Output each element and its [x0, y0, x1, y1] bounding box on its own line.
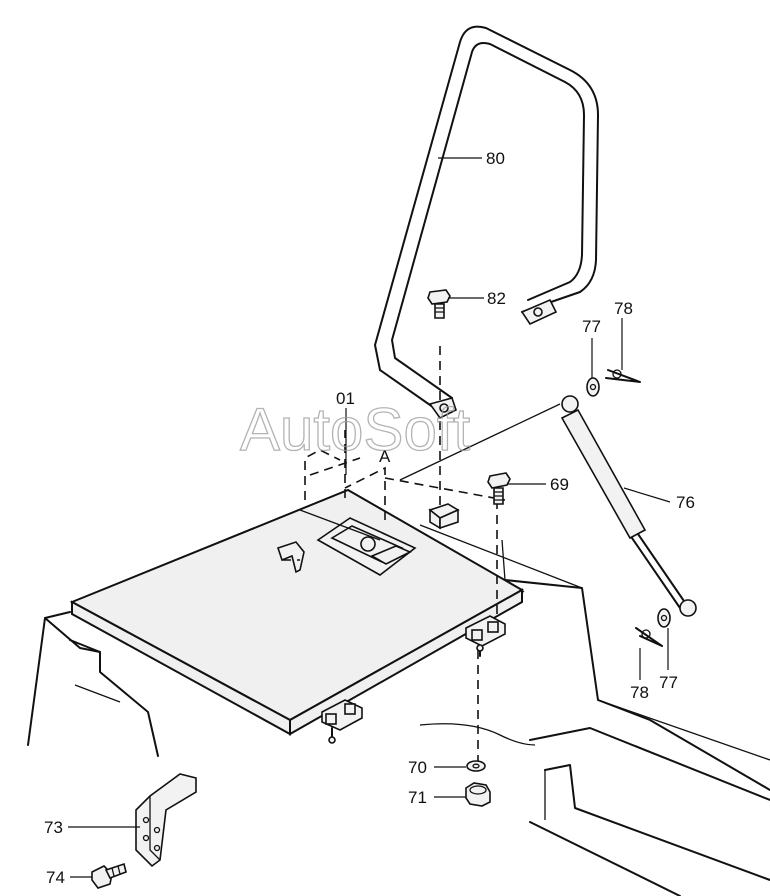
leader-lines — [68, 157, 671, 878]
washer-77-lower — [657, 608, 671, 628]
bolt-69 — [487, 472, 511, 505]
bolt-82 — [427, 289, 451, 319]
callout-77-lower: 77 — [659, 673, 678, 692]
gas-spring — [399, 395, 697, 617]
callout-82: 82 — [487, 289, 506, 308]
callout-73: 73 — [44, 818, 63, 837]
callout-70: 70 — [408, 758, 427, 777]
callout-69: 69 — [550, 475, 569, 494]
pin-78-upper — [605, 369, 641, 383]
striker-bracket — [276, 541, 305, 574]
bracket-73 — [135, 773, 197, 868]
callout-71: 71 — [408, 788, 427, 807]
bolt-74 — [91, 862, 127, 889]
callout-01: 01 — [336, 389, 355, 408]
callout-76: 76 — [676, 493, 695, 512]
nut-71 — [465, 782, 491, 807]
hinge-left — [321, 699, 363, 744]
hinge-right — [465, 615, 506, 657]
hidden-lines — [304, 340, 506, 765]
callout-a: A — [379, 447, 391, 466]
callout-78-lower: 78 — [630, 683, 649, 702]
latch-handle — [299, 509, 417, 576]
callout-78-upper: 78 — [614, 299, 633, 318]
callout-77-upper: 77 — [582, 317, 601, 336]
callout-80: 80 — [486, 149, 505, 168]
watermark: AutoSoft — [240, 396, 470, 463]
washer-77-upper — [586, 377, 600, 397]
pin-78-lower — [635, 627, 663, 647]
cover-panel — [69, 488, 525, 736]
callout-74: 74 — [46, 868, 65, 887]
support-bar — [374, 25, 599, 420]
spacer-block — [428, 503, 460, 530]
washer-70 — [466, 760, 486, 772]
